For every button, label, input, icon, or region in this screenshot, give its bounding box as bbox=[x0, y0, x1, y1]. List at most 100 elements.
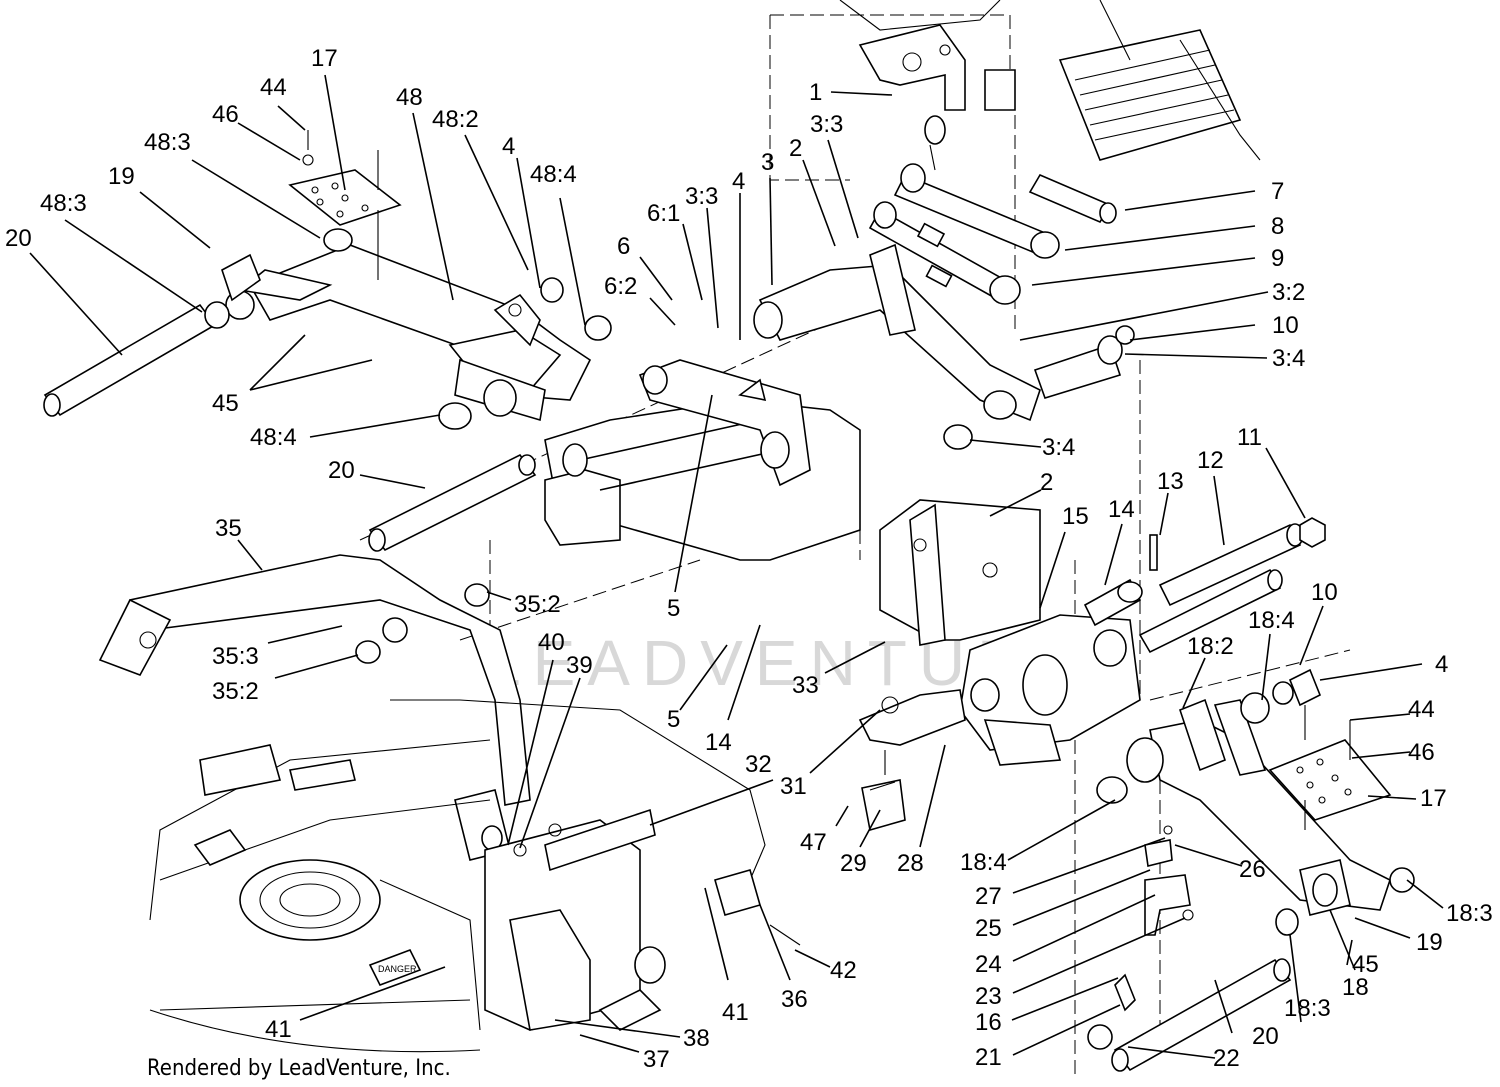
link-rod-36 bbox=[390, 699, 801, 946]
control-bracket-assembly bbox=[379, 808, 666, 1031]
callout-20: 20 bbox=[1252, 1023, 1279, 1050]
callout-39: 39 bbox=[566, 652, 593, 679]
plate-17-left bbox=[288, 130, 402, 280]
step-plate bbox=[839, 0, 1261, 161]
callout-7: 7 bbox=[1271, 178, 1284, 205]
callout-38: 38 bbox=[683, 1025, 710, 1052]
mount-bracket-28 bbox=[858, 689, 966, 775]
pin-20-middle bbox=[368, 453, 537, 552]
pin-20-right bbox=[1087, 958, 1292, 1072]
callout-48-4: 48:4 bbox=[530, 161, 577, 188]
callout-18-4: 18:4 bbox=[960, 849, 1007, 876]
cylinder-pin-7 bbox=[1028, 173, 1117, 224]
bracket-24-25 bbox=[1144, 825, 1194, 936]
callout-44: 44 bbox=[1408, 696, 1435, 723]
center-frame bbox=[544, 359, 861, 561]
callout-13: 13 bbox=[1157, 468, 1184, 495]
callout-44: 44 bbox=[260, 74, 287, 101]
callout-2: 2 bbox=[789, 135, 802, 162]
hydraulic-cylinder-upper bbox=[893, 115, 1060, 259]
callout-45: 45 bbox=[212, 390, 239, 417]
callout-46: 46 bbox=[1408, 739, 1435, 766]
callout-12: 12 bbox=[1197, 447, 1224, 474]
plate-17-right bbox=[1268, 705, 1392, 830]
callout-35-2: 35:2 bbox=[514, 591, 561, 618]
callout-18-4: 18:4 bbox=[1248, 607, 1295, 634]
isolator-29 bbox=[861, 779, 906, 832]
callout-35-3: 35:3 bbox=[212, 643, 259, 670]
callout-21: 21 bbox=[975, 1044, 1002, 1071]
callout-14: 14 bbox=[1108, 496, 1135, 523]
danger-decal-text: DANGER bbox=[378, 964, 417, 974]
callout-41: 41 bbox=[722, 999, 749, 1026]
callout-33: 33 bbox=[792, 672, 819, 699]
pin-14-right bbox=[1083, 578, 1143, 627]
callout-47: 47 bbox=[800, 829, 827, 856]
callout-31: 31 bbox=[780, 773, 807, 800]
callout-5: 5 bbox=[667, 706, 680, 733]
callout-41: 41 bbox=[265, 1016, 292, 1043]
pin-20-left bbox=[43, 301, 230, 417]
callout-18-2: 18:2 bbox=[1187, 633, 1234, 660]
callout-40: 40 bbox=[538, 629, 565, 656]
pin-12 bbox=[1138, 523, 1304, 654]
lift-arm-18 bbox=[1096, 668, 1415, 936]
callout-5: 5 bbox=[667, 595, 680, 622]
lift-arm-48 bbox=[221, 228, 612, 430]
callout-14: 14 bbox=[705, 729, 732, 756]
callout-3-2: 3:2 bbox=[1272, 279, 1305, 306]
right-frame-plates bbox=[879, 499, 1141, 766]
deck: DANGER bbox=[149, 739, 491, 1053]
callout-17: 17 bbox=[1420, 785, 1447, 812]
leader-lines bbox=[29, 74, 1444, 1059]
callout-10: 10 bbox=[1272, 312, 1299, 339]
lift-arm-3 bbox=[753, 243, 1135, 450]
callout-36: 36 bbox=[781, 986, 808, 1013]
callout-16: 16 bbox=[975, 1009, 1002, 1036]
callout-26: 26 bbox=[1239, 856, 1266, 883]
callout-48-2: 48:2 bbox=[432, 106, 479, 133]
callout-6-1: 6:1 bbox=[647, 200, 680, 227]
callout-20: 20 bbox=[328, 457, 355, 484]
callout-23: 23 bbox=[975, 983, 1002, 1010]
callout-labels: 1 2 2 3 3:3 3:3 3:2 3:4 3:4 4 4 4 5 5 6 … bbox=[5, 45, 1493, 1073]
callout-25: 25 bbox=[975, 915, 1002, 942]
callout-1: 1 bbox=[809, 79, 822, 106]
callout-10: 10 bbox=[1311, 579, 1338, 606]
callout-11: 11 bbox=[1237, 424, 1262, 451]
callout-8: 8 bbox=[1271, 213, 1284, 240]
callout-29: 29 bbox=[840, 850, 867, 877]
callout-3-4: 3:4 bbox=[1042, 434, 1075, 461]
callout-19: 19 bbox=[1416, 929, 1443, 956]
callout-48-3: 48:3 bbox=[40, 190, 87, 217]
callout-18: 18 bbox=[1342, 974, 1369, 1001]
callout-4: 4 bbox=[1435, 651, 1448, 678]
callout-19: 19 bbox=[108, 163, 135, 190]
callout-22: 22 bbox=[1213, 1045, 1240, 1072]
callout-32: 32 bbox=[745, 751, 772, 778]
callout-3: 3 bbox=[761, 149, 774, 176]
callout-6: 6 bbox=[617, 233, 630, 260]
callout-48-3: 48:3 bbox=[144, 129, 191, 156]
callout-3-4: 3:4 bbox=[1272, 345, 1305, 372]
callout-48: 48 bbox=[396, 84, 423, 111]
callout-35: 35 bbox=[215, 515, 242, 542]
callout-45: 45 bbox=[1352, 951, 1379, 978]
callout-27: 27 bbox=[975, 883, 1002, 910]
callout-15: 15 bbox=[1062, 503, 1089, 530]
callout-37: 37 bbox=[643, 1046, 670, 1073]
render-credit: Rendered by LeadVenture, Inc. bbox=[147, 1056, 451, 1081]
callout-6-2: 6:2 bbox=[604, 273, 637, 300]
callout-18-3: 18:3 bbox=[1284, 995, 1331, 1022]
roll-pin-13 bbox=[1149, 534, 1158, 571]
callout-2: 2 bbox=[1040, 469, 1053, 496]
callout-46: 46 bbox=[212, 101, 239, 128]
callout-18-3: 18:3 bbox=[1446, 900, 1493, 927]
callout-4: 4 bbox=[502, 133, 515, 160]
callout-28: 28 bbox=[897, 850, 924, 877]
callout-9: 9 bbox=[1271, 245, 1284, 272]
upper-mount-bracket bbox=[858, 24, 1016, 111]
callout-3-3: 3:3 bbox=[810, 111, 843, 138]
handle-arm-35 bbox=[98, 554, 531, 861]
